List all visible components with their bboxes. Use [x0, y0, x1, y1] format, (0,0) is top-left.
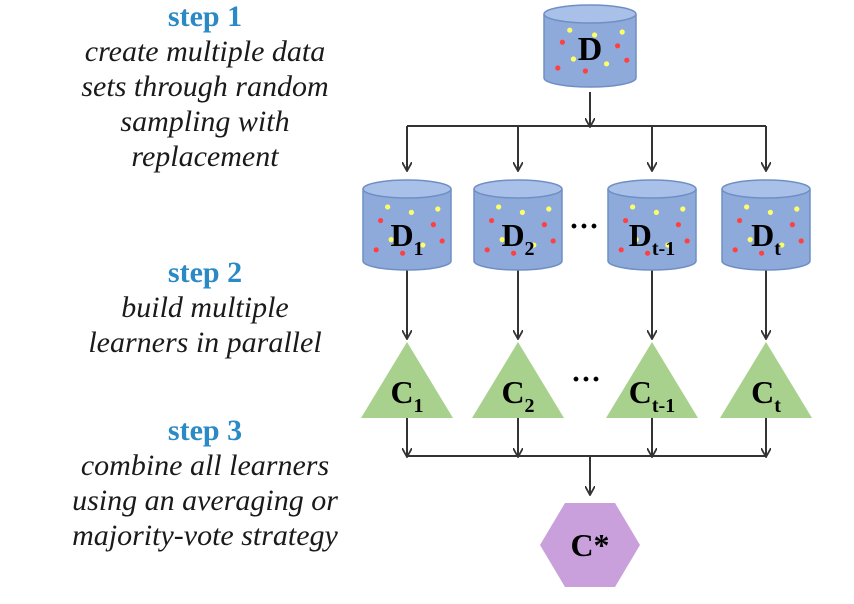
dataset-dt-1-cylinder-dot-2: [675, 222, 682, 228]
dataset-d1-cylinder-dot-6: [435, 206, 441, 212]
learner-c1-label: C1: [390, 374, 423, 417]
step-2-line-2: learners in parallel: [88, 326, 322, 359]
dataset-d2-cylinder-dot-9: [496, 204, 502, 210]
dataset-dt-cylinder-dot-5: [732, 247, 738, 253]
dataset-d2-cylinder-dot-2: [541, 222, 548, 228]
dataset-dt-cylinder-dot-2: [789, 222, 796, 228]
step-2-title: step 2: [167, 256, 243, 289]
dataset-d2-cylinder-dot-7: [510, 250, 517, 256]
dataset-dt-1-cylinder-dot-4: [665, 242, 671, 248]
dataset-d2-cylinder-dot-4: [531, 242, 537, 248]
step-1-line-2: sets through random: [81, 70, 329, 103]
dataset-d1-cylinder-body: [362, 189, 452, 271]
dataset-d2-cylinder-top: [473, 179, 563, 199]
dataset-d2-cylinder-dot-3: [499, 237, 505, 243]
dataset-dt-1-cylinder-body: [607, 189, 697, 271]
dataset-d2-label: D2: [501, 217, 534, 260]
dataset-d2-cylinder-dot-8: [550, 238, 556, 244]
source-dataset-cylinder-dot-6: [619, 29, 625, 35]
learner-c2-label: C2: [501, 374, 534, 417]
dataset-dt-cylinder-dot-0: [737, 217, 743, 224]
source-dataset-cylinder-top: [543, 4, 637, 24]
source-dataset-cylinder-dot-7: [582, 68, 589, 74]
source-dataset-cylinder-dot-5: [555, 65, 561, 71]
dataset-d2-cylinder-dot-1: [519, 209, 526, 215]
step-3-title: step 3: [167, 414, 243, 447]
dataset-d1-cylinder-dot-0: [378, 217, 384, 224]
dataset-dt-label: Dt: [751, 217, 781, 260]
learner-c2-triangle: [472, 342, 564, 418]
dataset-d1-cylinder-dot-8: [439, 238, 445, 244]
dataset-dt-cylinder-top: [721, 179, 811, 199]
dataset-d1-cylinder-dot-4: [420, 242, 426, 248]
source-dataset-label: D: [578, 31, 603, 68]
dataset-d2-cylinder-body: [473, 189, 563, 271]
dataset-d1-cylinder-dot-1: [408, 209, 414, 215]
connectors: [407, 92, 766, 494]
dataset-ellipsis: ···: [569, 210, 599, 243]
learner-ct-label: Ct: [751, 374, 781, 417]
step-3-line-1: combine all learners: [80, 449, 330, 482]
dataset-d1-cylinder-dot-5: [373, 247, 379, 253]
dataset-dt-cylinder-body: [721, 189, 811, 271]
dataset-dt-1-cylinder: [607, 179, 697, 271]
step-1-line-3: sampling with: [120, 105, 290, 138]
step-2: step 2 build multiple learners in parall…: [0, 256, 410, 360]
dataset-d2-cylinder-dot-6: [546, 206, 552, 212]
source-dataset-cylinder-dot-2: [615, 43, 621, 49]
ensemble-hexagon: [540, 503, 640, 587]
dataset-d2-cylinder-dot-0: [489, 217, 495, 224]
dataset-d1-cylinder-dot-2: [430, 222, 436, 228]
learner-ct-triangle: [720, 342, 812, 418]
dataset-dt-cylinder-dot-4: [779, 242, 785, 248]
step-1-title: step 1: [167, 0, 243, 33]
learner-ellipsis: ···: [571, 363, 601, 396]
source-dataset-cylinder-body: [543, 14, 637, 88]
step-3: step 3 combine all learners using an ave…: [0, 414, 410, 553]
learner-ct-1-triangle: [606, 342, 698, 418]
dataset-dt-1-cylinder-dot-8: [684, 238, 690, 244]
step-1-line-1: create multiple data: [84, 35, 326, 68]
dataset-dt-cylinder-dot-7: [759, 250, 765, 256]
step-1-line-4: replacement: [131, 140, 279, 173]
dataset-d1-cylinder: [362, 179, 452, 271]
step-2-line-1: build multiple: [121, 291, 289, 324]
step-3-line-3: majority-vote strategy: [72, 519, 338, 552]
source-dataset-cylinder-dot-4: [603, 61, 610, 67]
step-1: step 1 create multiple data sets through…: [0, 0, 410, 174]
dataset-d1-label: D1: [390, 217, 423, 260]
source-dataset-cylinder: [543, 4, 637, 88]
dataset-dt-1-cylinder-dot-7: [645, 250, 651, 256]
source-dataset-cylinder-dot-9: [567, 27, 573, 33]
learner-ct-1-label: Ct-1: [629, 374, 675, 417]
learner-c1-triangle: [361, 342, 453, 418]
dataset-dt-1-cylinder-dot-6: [680, 206, 686, 212]
dataset-d1-cylinder-dot-7: [400, 250, 406, 256]
dataset-dt-cylinder-dot-8: [798, 238, 804, 244]
dataset-d1-cylinder-dot-9: [385, 204, 391, 210]
dataset-dt-cylinder-dot-9: [744, 204, 750, 210]
source-dataset-cylinder-dot-1: [592, 32, 598, 38]
dataset-dt-1-cylinder-dot-3: [633, 237, 639, 243]
source-dataset-cylinder-dot-3: [570, 56, 577, 62]
dataset-dt-cylinder-dot-1: [767, 209, 774, 215]
source-dataset-cylinder-dot-8: [624, 57, 630, 63]
dataset-dt-1-cylinder-dot-5: [618, 247, 624, 253]
source-dataset-cylinder-dot-0: [559, 39, 566, 45]
dataset-dt-cylinder-dot-6: [794, 206, 800, 212]
dataset-d1-cylinder-dot-3: [388, 237, 394, 243]
dataset-dt-1-cylinder-dot-9: [630, 204, 636, 210]
dataset-dt-cylinder-dot-3: [747, 237, 753, 243]
ensemble-label: C*: [570, 527, 609, 563]
dataset-dt-cylinder: [721, 179, 811, 271]
dataset-dt-1-label: Dt-1: [629, 217, 675, 260]
step-3-line-2: using an averaging or: [72, 484, 338, 517]
dataset-d2-cylinder: [473, 179, 563, 271]
dataset-d1-cylinder-top: [362, 179, 452, 199]
dataset-dt-1-cylinder-dot-1: [653, 209, 660, 215]
dataset-dt-1-cylinder-dot-0: [623, 217, 629, 224]
dataset-d2-cylinder-dot-5: [484, 247, 490, 253]
dataset-dt-1-cylinder-top: [607, 179, 697, 199]
